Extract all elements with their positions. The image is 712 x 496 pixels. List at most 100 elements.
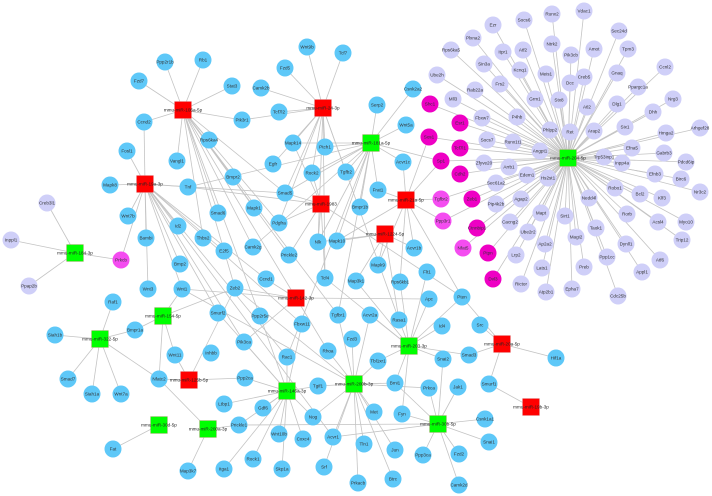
gene-node-pten[interactable]: Pten [453, 288, 471, 306]
gene-node-ret[interactable]: Ret [561, 123, 579, 141]
gene-node-camk2b[interactable]: Camk2b [252, 79, 270, 97]
gene-node-zfyve20[interactable]: Zfyve20 [475, 154, 493, 172]
gene-node-mapk8[interactable]: Mapk8 [101, 176, 119, 194]
gene-node-taok1[interactable]: Taok1 [587, 219, 605, 237]
gene-node-wnt1[interactable]: Wnt1 [173, 280, 191, 298]
gene-node-camk2g[interactable]: Camk2g [244, 238, 262, 256]
gene-node-rb1[interactable]: Rb1 [194, 51, 212, 69]
mirna-node-mmu-mir-154-5p[interactable]: mmu-miR-154-5p [145, 307, 181, 325]
gene-node-snai2[interactable]: Snai2 [434, 350, 452, 368]
gene-node-esr1[interactable]: Esr1 [451, 114, 469, 132]
gene-node-inhbb[interactable]: Inhbb [202, 344, 220, 362]
gene-node-dvl3[interactable]: Dvl3 [484, 270, 502, 288]
gene-node-stx8[interactable]: Stx8 [550, 91, 568, 109]
gene-node-mapk9[interactable]: Mapk9 [369, 256, 387, 274]
gene-node-zeb1[interactable]: Zeb1 [463, 190, 481, 208]
gene-node-flt1[interactable]: Flt1 [418, 263, 436, 281]
gene-node-ppp3ca[interactable]: Ppp3ca [414, 446, 432, 464]
gene-node-tgfb2[interactable]: Tgfb2 [337, 163, 355, 181]
gene-node-socs6[interactable]: Socs6 [515, 11, 533, 29]
gene-node-hmga2[interactable]: Hmga2 [657, 124, 675, 142]
gene-node-sirt1[interactable]: Sirt1 [556, 207, 574, 225]
mirna-node-mmu-mir-146a-3p[interactable]: mmu-miR-146a-3p [268, 382, 307, 400]
gene-node-ptpn[interactable]: Ptpn [479, 244, 497, 262]
gene-node-ube2h[interactable]: Ube2h [428, 66, 446, 84]
gene-node-ptch1[interactable]: Ptch1 [316, 138, 334, 156]
mirna-node-mmu-mir-142-3p[interactable]: mmu-miR-142-3p [278, 289, 314, 307]
gene-node-pdcd6ip[interactable]: Pdcd6ip [677, 153, 695, 171]
gene-node-fat[interactable]: Fat [104, 440, 122, 458]
gene-node-kcnq1[interactable]: Kcnq1 [511, 61, 529, 79]
gene-node-serp2[interactable]: Serp2 [368, 96, 386, 114]
gene-node-wnt11[interactable]: Wnt11 [166, 346, 184, 364]
gene-node-tgfbr2[interactable]: Tgfbr2 [432, 190, 450, 208]
gene-node-ccnd2[interactable]: Ccnd2 [135, 113, 153, 131]
gene-node-fbxw7[interactable]: Fbxw7 [473, 109, 491, 127]
gene-node-skp1a[interactable]: Skp1a [273, 460, 291, 478]
gene-node-ppp2r5e[interactable]: Ppp2r5e [251, 307, 269, 325]
gene-node-angpt1[interactable]: Angpt1 [531, 142, 549, 160]
gene-node-bcl2[interactable]: Bcl2 [631, 185, 649, 203]
gene-node-smurf1[interactable]: Smurf1 [480, 375, 498, 393]
gene-node-smurf2[interactable]: Smurf2 [209, 304, 227, 322]
gene-node-hs2st1[interactable]: Hs2st1 [539, 169, 557, 187]
gene-node-cacng2[interactable]: Cacng2 [501, 213, 519, 231]
gene-node-atf2[interactable]: Atf2 [514, 41, 532, 59]
gene-node-wnt7a[interactable]: Wnt7a [112, 385, 130, 403]
gene-node-ppargc1a[interactable]: Ppargc1a [628, 78, 648, 96]
gene-node-smad7[interactable]: Smad7 [59, 370, 77, 388]
gene-node-fzd3[interactable]: Fzd3 [343, 330, 361, 348]
gene-node-vdac1[interactable]: Vdac1 [575, 2, 593, 20]
gene-node-btrc[interactable]: Btrc [384, 470, 402, 488]
gene-node-sos1[interactable]: Sos1 [420, 128, 438, 146]
gene-node-prickle1[interactable]: Prickle1 [230, 416, 248, 434]
gene-node-src[interactable]: Src [471, 316, 489, 334]
gene-node-sp1[interactable]: Sp1 [432, 152, 450, 170]
gene-node-map3k1[interactable]: Map3k1 [347, 272, 365, 290]
gene-node-nfatc2[interactable]: Nfatc2 [150, 370, 168, 388]
gene-node-pik3ca[interactable]: Pik3ca [235, 333, 253, 351]
gene-node-rps6kb1[interactable]: Rps6kb1 [391, 273, 410, 291]
gene-node-wnt3[interactable]: Wnt3 [139, 280, 157, 298]
gene-node-pip4k2b[interactable]: Pip4k2b [487, 195, 505, 213]
gene-node-rasa1[interactable]: Rasa1 [390, 311, 408, 329]
gene-node-birc6[interactable]: Birc6 [672, 170, 690, 188]
gene-node-smad5[interactable]: Smad5 [276, 184, 294, 202]
gene-node-siah1a[interactable]: Siah1a [83, 385, 101, 403]
gene-node-atp2b1[interactable]: Atp2b1 [537, 283, 555, 301]
gene-node-creb3l1[interactable]: Creb3l1 [38, 194, 56, 212]
gene-node-lats1[interactable]: Lats1 [533, 259, 551, 277]
mirna-node-mmu-mir-203-3p[interactable]: mmu-miR-203-3p [391, 337, 427, 355]
gene-node-thbs2[interactable]: Thbs2 [194, 229, 212, 247]
gene-node-plxna2[interactable]: Plxna2 [464, 29, 482, 47]
gene-node-rps6ka5[interactable]: Rps6ka5 [442, 41, 461, 59]
gene-node-smad3[interactable]: Smad3 [460, 346, 478, 364]
gene-node-vangl1[interactable]: Vangl1 [168, 152, 186, 170]
mirna-node-mmu-mir-204-5p[interactable]: mmu-miR-204-5p [550, 149, 586, 167]
gene-node-tln1[interactable]: Tln1 [355, 435, 373, 453]
gene-node-rock1[interactable]: Rock1 [244, 450, 262, 468]
gene-node-acvr2a[interactable]: Acvr2a [361, 306, 379, 324]
gene-node-prkca[interactable]: Prkca [420, 379, 438, 397]
gene-node-pdgfra[interactable]: Pdgfra [270, 214, 288, 232]
mirna-node-mmu-mir-181a-5p[interactable]: mmu-miR-181a-5p [352, 134, 391, 152]
gene-node-e2f5[interactable]: E2f5 [215, 242, 233, 260]
gene-node-tnf[interactable]: Tnf [179, 178, 197, 196]
gene-node-camk2d[interactable]: Camk2d [450, 476, 468, 494]
gene-node-nog[interactable]: Nog [304, 408, 322, 426]
gene-node-p4hb[interactable]: P4hb [508, 108, 526, 126]
mirna-node-mmu-mir-125b-5p[interactable]: mmu-miR-125b-5p [170, 371, 209, 389]
gene-node-tpm3[interactable]: Tpm3 [619, 40, 637, 58]
mirna-node-mmu-mir-30d-5p[interactable]: mmu-miR-30d-5p [141, 416, 177, 434]
gene-node-nrg3[interactable]: Nrg3 [664, 90, 682, 108]
gene-node-pik3cb[interactable]: Pik3cb [562, 46, 580, 64]
gene-node-ppp2r1b[interactable]: Ppp2r1b [156, 53, 174, 71]
gene-node-tcf7l1[interactable]: Tcf7l1 [451, 139, 469, 157]
gene-node-arap2[interactable]: Arap2 [585, 122, 603, 140]
gene-node-fbxw11[interactable]: Fbxw11 [293, 315, 311, 333]
gene-node-agap2[interactable]: Agap2 [512, 190, 530, 208]
gene-node-fzd5[interactable]: Fzd5 [276, 59, 294, 77]
gene-node-bmpr1b[interactable]: Bmpr1b [351, 198, 369, 216]
gene-node-gnaq[interactable]: Gnaq [608, 64, 626, 82]
gene-node-jak1[interactable]: Jak1 [449, 378, 467, 396]
